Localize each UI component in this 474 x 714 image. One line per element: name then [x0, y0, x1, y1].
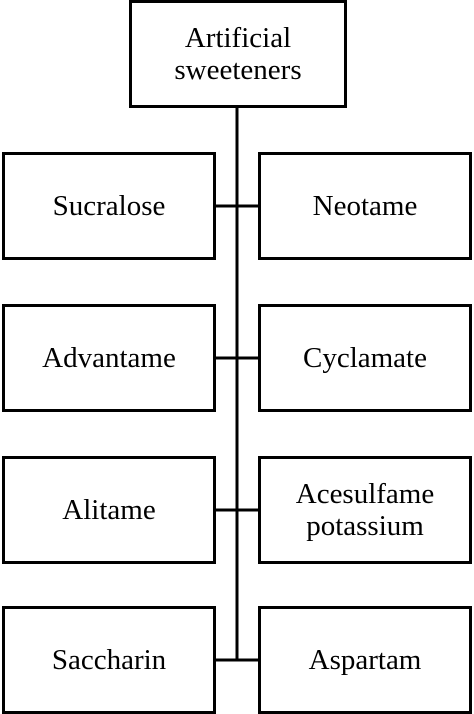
node-label: Aspartam — [308, 644, 422, 676]
node-cyclamate: Cyclamate — [258, 304, 472, 412]
node-label: Advantame — [42, 342, 176, 374]
root-node-artificial-sweeteners: Artificial sweeteners — [129, 0, 347, 108]
node-saccharin: Saccharin — [2, 606, 216, 714]
node-alitame: Alitame — [2, 456, 216, 564]
node-advantame: Advantame — [2, 304, 216, 412]
node-sucralose: Sucralose — [2, 152, 216, 260]
node-neotame: Neotame — [258, 152, 472, 260]
node-label: Acesulfame potassium — [295, 478, 435, 542]
node-aspartam: Aspartam — [258, 606, 472, 714]
root-node-label: Artificial sweeteners — [174, 22, 302, 86]
node-label: Saccharin — [51, 644, 167, 676]
node-label: Alitame — [62, 494, 156, 526]
node-label: Cyclamate — [302, 342, 427, 374]
node-label: Sucralose — [52, 190, 166, 222]
node-acesulfame-potassium: Acesulfame potassium — [258, 456, 472, 564]
node-label: Neotame — [312, 190, 418, 222]
